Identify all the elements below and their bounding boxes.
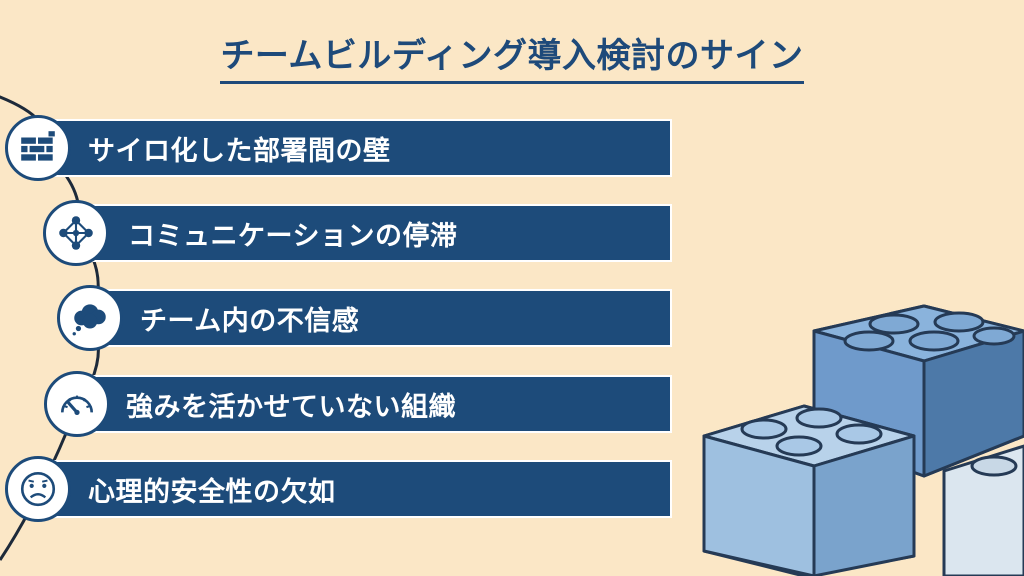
sign-item-label: 心理的安全性の欠如 xyxy=(88,476,336,508)
sign-item-2: コミュニケーションの停滞 xyxy=(76,204,672,262)
cloud-icon xyxy=(57,285,123,351)
sign-item-label: 強みを活かせていない組織 xyxy=(126,391,456,423)
sign-item-label: サイロ化した部署間の壁 xyxy=(88,135,391,167)
speedometer-icon xyxy=(44,371,110,437)
sign-item-label: コミュニケーションの停滞 xyxy=(128,220,458,252)
page-title: チームビルディング導入検討のサイン xyxy=(220,28,804,84)
brick-wall-icon xyxy=(5,115,71,181)
network-people-icon xyxy=(43,200,109,266)
worried-face-icon xyxy=(5,456,71,522)
sign-item-4: 強みを活かせていない組織 xyxy=(78,375,672,433)
sign-item-1: サイロ化した部署間の壁 xyxy=(40,119,672,177)
sign-item-5: 心理的安全性の欠如 xyxy=(40,460,672,518)
toy-bricks-illustration xyxy=(702,304,1024,576)
page-title-wrap: チームビルディング導入検討のサイン xyxy=(0,28,1024,84)
sign-item-label: チーム内の不信感 xyxy=(140,305,360,337)
sign-item-3: チーム内の不信感 xyxy=(90,289,672,347)
